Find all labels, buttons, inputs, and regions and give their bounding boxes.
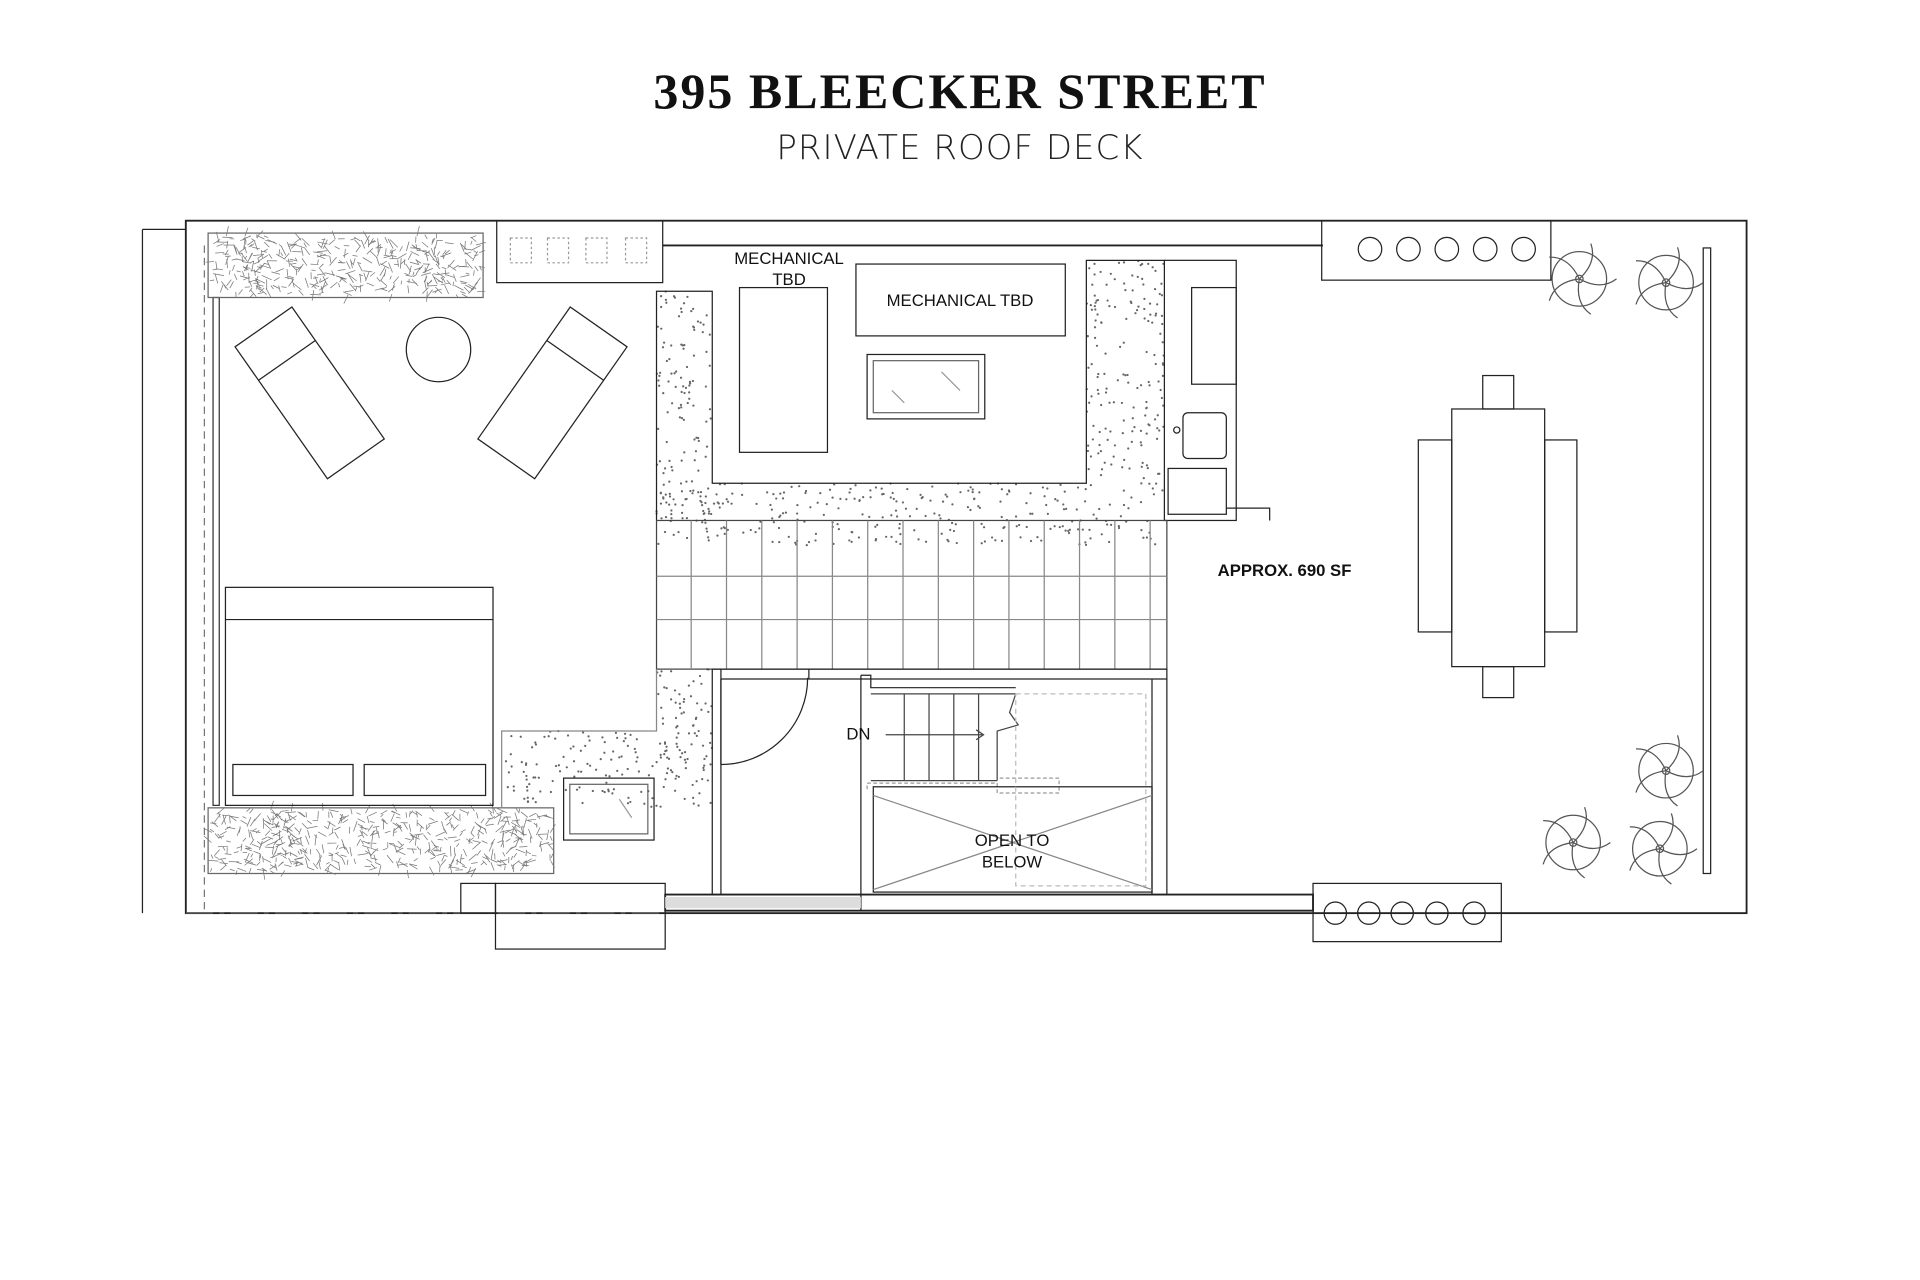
stairs: [866, 693, 1060, 794]
vent-box-bottom: [1312, 882, 1502, 943]
daybed: [224, 586, 494, 806]
potted-plant-icon: [1542, 806, 1611, 879]
planter-bottom-left: [203, 800, 556, 880]
building-outline: [141, 219, 1748, 915]
mechanical-label-2: TBD: [772, 270, 805, 289]
paving: [655, 519, 1168, 670]
potted-plant-icon: [1635, 735, 1704, 807]
sink: [1182, 412, 1227, 460]
parapet-box-top: [496, 220, 664, 284]
stairs-down-label: DN: [846, 725, 870, 744]
page-title: 395 BLEECKER STREET: [653, 63, 1267, 119]
parapet-box-bottom: [460, 882, 666, 950]
planter-top-left: [205, 225, 486, 304]
lounge-chair-right: [477, 306, 628, 480]
skylight-top: [866, 353, 986, 420]
skylight-bottom: [562, 777, 655, 841]
stair-enclosure: [711, 668, 1168, 896]
planter-step: [501, 669, 658, 808]
open-to-below: [872, 693, 1153, 893]
mechanical-zone: [655, 259, 1165, 521]
side-table: [405, 316, 472, 383]
page-subtitle: PRIVATE ROOF DECK: [776, 128, 1144, 168]
grill: [1167, 467, 1227, 515]
dining-table: [1417, 374, 1578, 699]
potted-plant-icon: [1548, 243, 1617, 315]
mechanical-label-1: MECHANICAL: [734, 249, 844, 268]
planter-center: [504, 259, 1165, 808]
potted-plant-icon: [1635, 247, 1704, 319]
outdoor-kitchen: [1163, 259, 1271, 522]
vent-box-top: [1321, 220, 1552, 281]
mechanical-tbd-label: MECHANICAL TBD: [887, 291, 1034, 310]
open-to-below-label-1: OPEN TO: [975, 831, 1050, 850]
area-label: APPROX. 690 SF: [1218, 561, 1352, 580]
lounge-chair-left: [234, 306, 386, 480]
open-to-below-label-2: BELOW: [982, 852, 1043, 871]
bottom-wall: [664, 893, 1314, 912]
potted-plant-icon: [1629, 813, 1698, 885]
